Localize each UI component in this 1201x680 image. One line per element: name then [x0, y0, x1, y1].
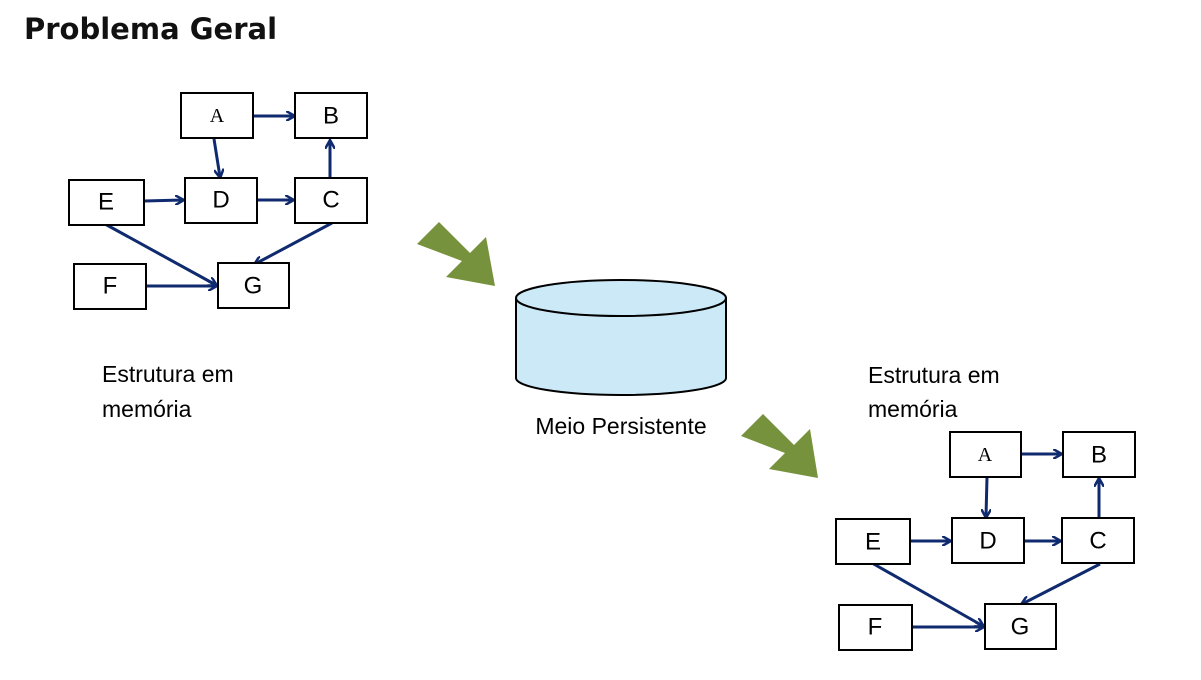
- slide-title: Problema Geral: [24, 12, 278, 46]
- left-node-e: E: [68, 179, 145, 226]
- left-node-c-label: C: [322, 187, 339, 214]
- left-node-f-label: F: [103, 273, 118, 300]
- left-edge-c-g: [255, 221, 333, 264]
- right-node-e-label: E: [865, 529, 881, 556]
- left-node-e-label: E: [98, 189, 114, 216]
- left-edge-a-d: [212, 138, 220, 177]
- right-node-c: C: [1061, 517, 1135, 564]
- right-caption-line2: memória: [868, 396, 958, 422]
- right-edge-c-g: [1022, 562, 1101, 604]
- right-node-d: D: [951, 517, 1025, 564]
- left-edge-e-g: [104, 222, 216, 285]
- left-node-a-label: A: [210, 105, 225, 127]
- right-node-f-label: F: [868, 614, 883, 641]
- right-edge-e-g: [871, 561, 983, 626]
- persistent-storage-cylinder: Meio Persistente: [515, 279, 727, 439]
- right-memory-graph: Estrutura em memória A B D C E: [835, 362, 1136, 651]
- left-caption-line1: Estrutura em: [102, 361, 234, 387]
- right-caption-line1: Estrutura em: [868, 362, 1000, 388]
- left-node-g: G: [217, 262, 290, 309]
- storage-label: Meio Persistente: [535, 413, 706, 439]
- left-node-c: C: [294, 177, 368, 224]
- right-edge-a-d: [986, 476, 987, 517]
- right-node-d-label: D: [979, 528, 996, 555]
- left-node-f: F: [73, 263, 147, 310]
- left-node-b: B: [294, 92, 368, 139]
- left-caption-line2: memória: [102, 396, 192, 422]
- left-memory-graph: A B D C E F G Estrutura em memória: [68, 92, 368, 422]
- cylinder-top: [515, 279, 727, 317]
- right-node-b-label: B: [1091, 442, 1107, 469]
- left-node-a: A: [180, 92, 254, 139]
- right-node-a: A: [949, 431, 1022, 478]
- right-node-b: B: [1062, 431, 1136, 478]
- left-node-d-label: D: [212, 187, 229, 214]
- right-node-g-label: G: [1011, 614, 1030, 641]
- right-node-g: G: [984, 603, 1057, 650]
- left-node-g-label: G: [244, 273, 263, 300]
- left-node-d: D: [184, 177, 258, 224]
- right-node-e: E: [835, 518, 911, 565]
- right-node-f: F: [838, 604, 913, 651]
- load-arrow-icon: [741, 414, 818, 478]
- left-edge-e-d: [143, 200, 183, 201]
- save-arrow-icon: [417, 222, 495, 286]
- right-node-c-label: C: [1089, 528, 1106, 555]
- left-node-b-label: B: [323, 103, 339, 130]
- right-node-a-label: A: [978, 444, 993, 466]
